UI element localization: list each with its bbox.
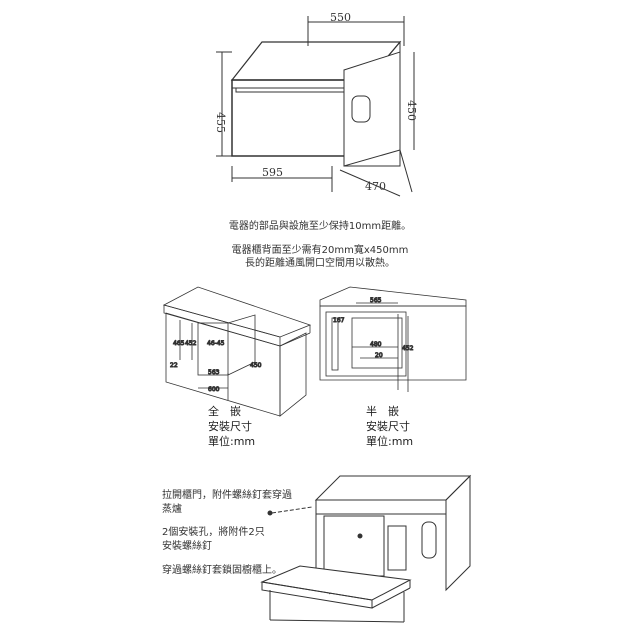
dim-167: 167 [333,317,345,324]
dim-600: 600 [208,386,220,393]
oven-dimension-drawing: 550 455 450 595 470 [214,11,418,197]
dim-452-right: 452 [402,345,414,352]
dim-450: 450 [250,362,262,369]
dim-height-left: 455 [214,112,227,133]
dim-front-width: 595 [262,166,283,179]
dim-height-right: 450 [405,100,418,121]
note-clearance: 電器的部品與設施至少保持10mm距離。 [228,221,412,232]
dim-20: 20 [375,352,383,359]
half-inset-title: 半 嵌 [366,405,399,418]
full-inset-caption: 全 嵌 安裝尺寸 單位:mm [208,404,255,449]
dim-22: 22 [170,362,178,369]
half-inset-subtitle: 安裝尺寸 [366,420,410,433]
dim-480: 480 [370,341,382,348]
full-inset-title: 全 嵌 [208,405,241,418]
dim-563: 563 [208,369,220,376]
note-ventilation-1: 電器櫃背面至少需有20mm寬x450mm [231,245,409,256]
install-oven-drawing [260,474,472,623]
dim-565: 565 [370,297,382,304]
half-inset-caption: 半 嵌 安裝尺寸 單位:mm [366,404,413,449]
dim-depth: 470 [365,180,386,193]
dim-452: 452 [185,340,197,347]
dim-465: 465 [173,340,185,347]
full-inset-cabinet [162,286,312,417]
dim-width: 550 [330,11,351,24]
install-step2a: 2個安裝孔，將附件2只 [162,527,265,538]
install-step1a: 拉開櫃門，附件螺絲釘套穿過 [162,490,292,501]
full-inset-unit: 單位:mm [208,435,256,448]
half-inset-cabinet [319,286,467,392]
half-inset-unit: 單位:mm [366,435,414,448]
install-step1b: 蒸爐 [162,504,182,515]
install-step3: 穿過螺絲釘套鎖固櫥櫃上。 [162,565,282,576]
full-inset-subtitle: 安裝尺寸 [208,420,252,433]
dim-46-45: 46-45 [207,340,225,347]
install-step2b: 安裝螺絲釘 [162,541,212,552]
note-ventilation-2: 長的距離通風開口空間用以散熱。 [245,258,395,269]
